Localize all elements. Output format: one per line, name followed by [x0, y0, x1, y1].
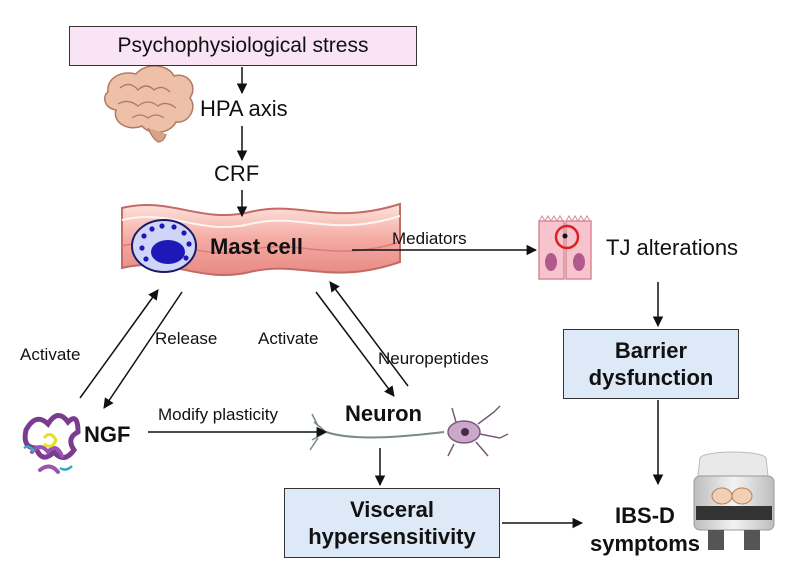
activate-left-label: Activate — [20, 345, 81, 364]
stress-label: Psychophysiological stress — [117, 34, 369, 57]
brain-icon — [103, 65, 194, 143]
hpa-axis-label: HPA axis — [200, 96, 288, 121]
mast-cell-label: Mast cell — [210, 234, 303, 259]
barrier-line2: dysfunction — [588, 365, 714, 390]
stress-box: Psychophysiological stress — [69, 26, 417, 66]
arrows — [79, 67, 664, 529]
barrier-line1: Barrier — [614, 337, 688, 363]
arrow-ngf-activate-mast — [79, 289, 159, 399]
arrow-mast-release-ngf — [103, 291, 183, 409]
tj-alterations-label: TJ alterations — [606, 235, 739, 260]
visceral-hypersensitivity-box: Visceral hypersensitivity — [284, 488, 500, 558]
visceral-line1: Visceral — [349, 496, 434, 522]
neuron-label: Neuron — [345, 401, 422, 426]
neuropeptides-label: Neuropeptides — [378, 349, 489, 368]
crf-label: CRF — [214, 161, 260, 186]
ibs-d-symptoms-label: IBS-D symptoms — [590, 502, 700, 557]
ibs-line2: symptoms — [590, 530, 701, 556]
arrow-mast-activate-neuron — [315, 291, 395, 397]
mediators-label: Mediators — [392, 229, 467, 248]
modify-plasticity-label: Modify plasticity — [158, 405, 278, 424]
ngf-label: NGF — [84, 422, 131, 447]
barrier-dysfunction-box: Barrier dysfunction — [563, 329, 739, 399]
tight-junction-cells-icon — [538, 215, 592, 280]
mast-cell-icon — [131, 219, 197, 273]
activate-right-label: Activate — [258, 329, 319, 348]
person-abdominal-pain-icon — [693, 451, 775, 550]
release-label: Release — [155, 329, 218, 348]
ibs-line1: IBS-D — [615, 503, 675, 528]
visceral-line2: hypersensitivity — [308, 524, 476, 549]
ngf-protein-icon — [22, 413, 81, 474]
arrow-neuron-neuropeptides-mast — [329, 281, 409, 387]
